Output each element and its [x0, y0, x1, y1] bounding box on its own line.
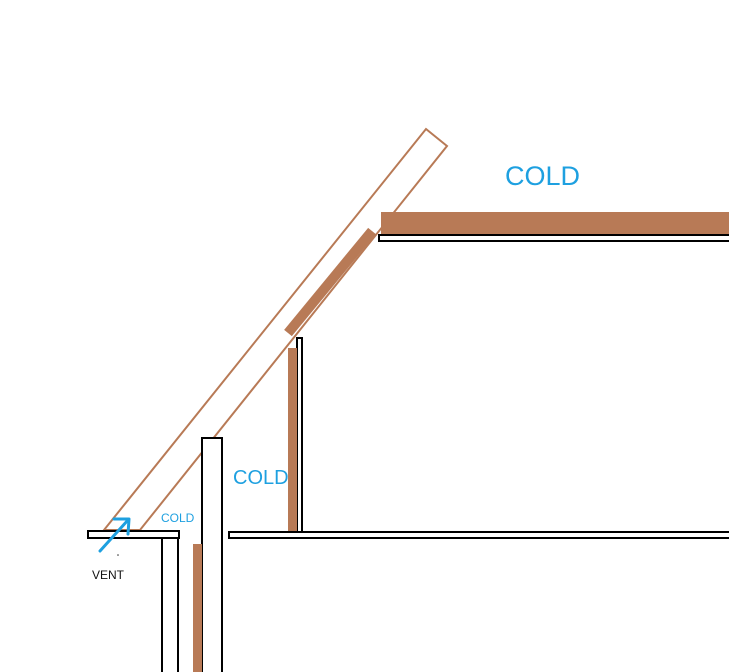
wall-insulation: [193, 544, 202, 672]
interior-wall-post: [201, 437, 223, 672]
ceiling-insulation: [381, 212, 729, 234]
vent-dot: [117, 554, 119, 556]
ceiling-joist: [378, 234, 729, 242]
sloped-insulation: [284, 227, 376, 337]
knee-wall-stud: [296, 337, 303, 535]
knee-wall-insulation: [288, 348, 297, 532]
vent-label: VENT: [92, 568, 125, 582]
floor-joist: [228, 531, 729, 539]
cold-label-eave: COLD: [161, 511, 195, 525]
vent-arrow-icon: [98, 517, 131, 553]
top-plate: [87, 530, 180, 539]
cold-label-attic: COLD: [505, 161, 580, 191]
exterior-wall-post: [161, 537, 179, 672]
cold-label-knee-wall: COLD: [233, 467, 289, 489]
